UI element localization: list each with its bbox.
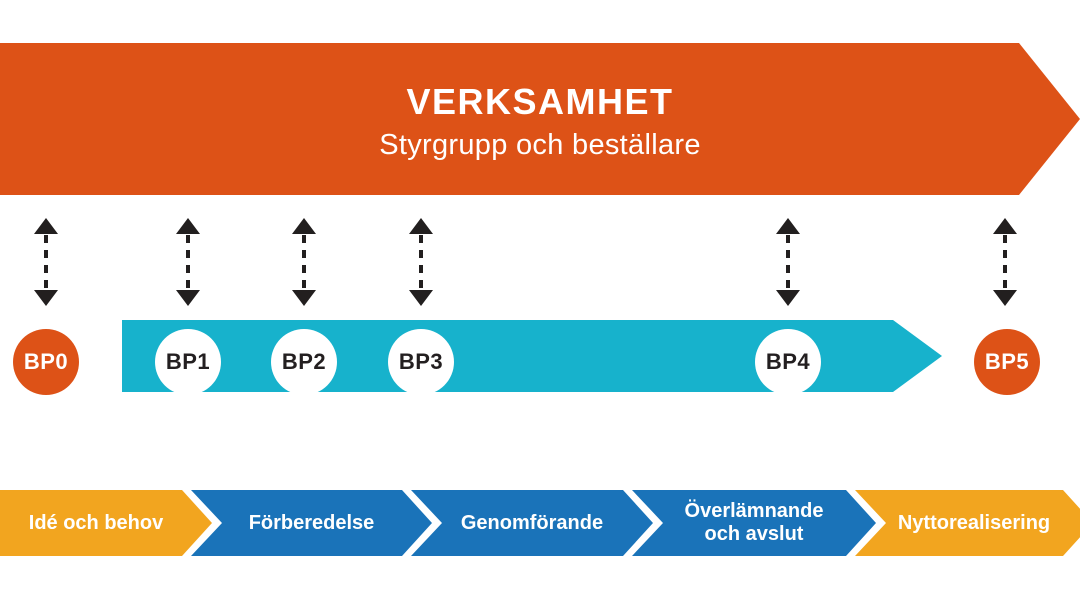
arrow-head-up-icon [993, 218, 1017, 234]
dashed-stem [786, 235, 790, 289]
dashed-double-arrow-icon-bp2 [292, 218, 316, 306]
arrow-head-down-icon [34, 290, 58, 306]
milestone-bp5: BP5 [974, 329, 1040, 395]
arrow-head-up-icon [292, 218, 316, 234]
dashed-double-arrow-icon-bp3 [409, 218, 433, 306]
arrow-head-down-icon [292, 290, 316, 306]
milestone-bp2: BP2 [271, 329, 337, 395]
phase-label: Nyttorealisering [897, 511, 1051, 534]
phase-label: Överlämnande och avslut [684, 500, 824, 545]
dashed-double-arrow-icon-bp4 [776, 218, 800, 306]
milestone-bp0: BP0 [13, 329, 79, 395]
phase-chevron-overlamnande-och-avslut: Överlämnande och avslut [632, 490, 876, 556]
dashed-double-arrow-icon-bp5 [993, 218, 1017, 306]
phase-row: Idé och behov Förberedelse Genomförande … [0, 490, 1080, 556]
arrow-head-up-icon [34, 218, 58, 234]
phase-label: Idé och behov [28, 511, 164, 534]
arrow-head-down-icon [409, 290, 433, 306]
dashed-double-arrow-icon-bp0 [34, 218, 58, 306]
arrow-head-up-icon [176, 218, 200, 234]
milestone-label: BP4 [765, 349, 811, 374]
phase-chevron-forberedelse: Förberedelse [191, 490, 432, 556]
arrow-head-down-icon [776, 290, 800, 306]
phase-chevron-genomforande: Genomförande [411, 490, 653, 556]
verksamhet-banner: VERKSAMHET Styrgrupp och beställare [0, 43, 1080, 195]
milestone-label: BP1 [165, 349, 211, 374]
phase-chevron-ide-och-behov: Idé och behov [0, 490, 212, 556]
phase-label: Förberedelse [248, 511, 375, 534]
arrow-head-up-icon [776, 218, 800, 234]
arrow-head-down-icon [176, 290, 200, 306]
phase-label: Genomförande [460, 511, 604, 534]
banner-title: VERKSAMHET [406, 80, 674, 122]
milestone-bp1: BP1 [155, 329, 221, 395]
arrow-head-down-icon [993, 290, 1017, 306]
milestone-label: BP0 [23, 349, 69, 374]
milestone-bp3: BP3 [388, 329, 454, 395]
dashed-stem [419, 235, 423, 289]
milestone-label: BP2 [281, 349, 327, 374]
milestone-bp4: BP4 [755, 329, 821, 395]
phase-chevron-nyttorealisering: Nyttorealisering [855, 490, 1080, 556]
dashed-stem [44, 235, 48, 289]
dashed-double-arrow-icon-bp1 [176, 218, 200, 306]
dashed-stem [1003, 235, 1007, 289]
banner-subtitle: Styrgrupp och beställare [379, 129, 701, 162]
milestone-label: BP5 [984, 349, 1030, 374]
dashed-stem [302, 235, 306, 289]
arrow-head-up-icon [409, 218, 433, 234]
milestone-label: BP3 [398, 349, 444, 374]
dashed-stem [186, 235, 190, 289]
